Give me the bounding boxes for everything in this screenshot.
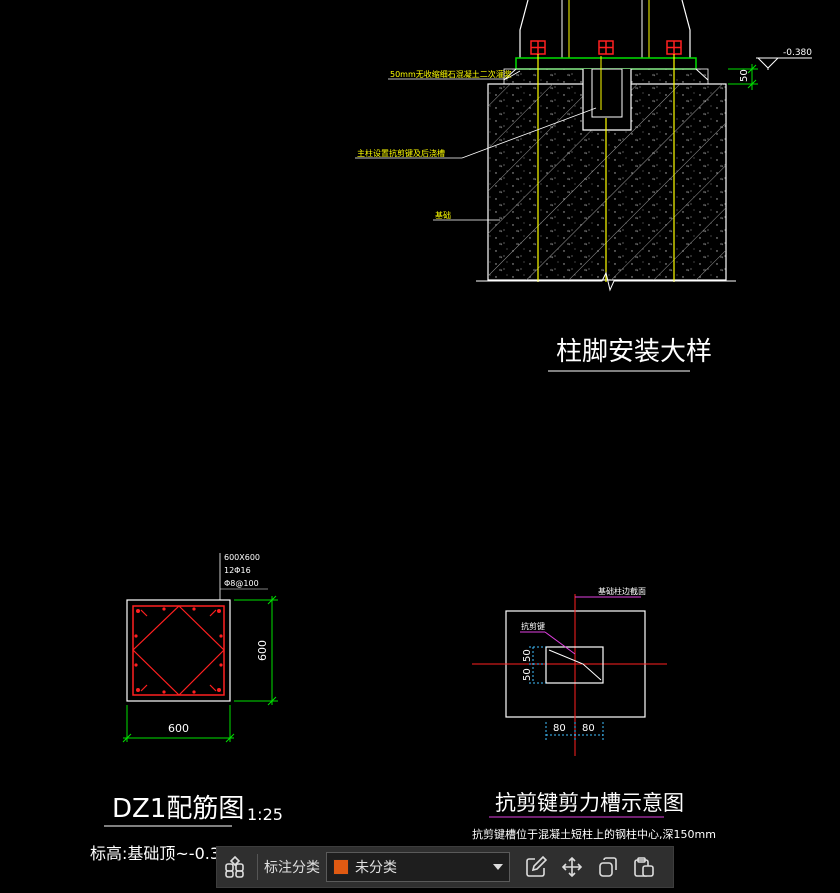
base-plate <box>515 57 697 70</box>
shear-key-rect <box>545 646 604 684</box>
layout-grid-button[interactable] <box>217 849 253 885</box>
shear-key-title: 抗剪键剪力槽示意图 <box>495 791 684 815</box>
spec-line-1: 600X600 <box>224 553 260 562</box>
copy-button[interactable] <box>590 849 626 885</box>
toolbar-separator <box>257 854 258 880</box>
category-label: 标注分类 <box>264 860 320 876</box>
category-dropdown[interactable]: 未分类 <box>326 852 510 882</box>
section-scale: 1:25 <box>247 805 283 824</box>
spec-line-3: Φ8@100 <box>224 579 259 588</box>
dim-height: 600 <box>256 640 269 661</box>
category-value: 未分类 <box>355 860 397 876</box>
column-outline <box>126 599 231 702</box>
shear-key-note: 抗剪键槽位于混凝土短柱上的钢柱中心,深150mm <box>472 827 716 841</box>
label-shear-key: 抗剪键 <box>521 621 545 631</box>
rebar-dots <box>134 607 223 694</box>
edit-icon <box>526 856 547 877</box>
dim-50: 50 <box>739 69 750 82</box>
dim-v2: 50 <box>522 668 533 681</box>
detail-title: 柱脚安装大样 <box>556 337 712 367</box>
elevation-text: -0.380 <box>783 48 812 58</box>
dim-h1: 80 <box>553 723 566 734</box>
diamond-stirrup <box>132 605 225 696</box>
elevation-marker <box>756 57 812 70</box>
paste-button[interactable] <box>626 849 662 885</box>
edit-button[interactable] <box>518 849 554 885</box>
dim-width: 600 <box>168 722 189 735</box>
move-icon <box>561 856 583 878</box>
elevation-note: 标高:基础顶~-0.350 <box>90 844 240 863</box>
column-base-detail: -0.380 50 50mm无收缩细石混凝土二次灌浆 主柱设置抗剪键及后浇槽 基… <box>355 0 812 372</box>
shear-key-drawing: 基础柱边截面 抗剪键 50 50 80 80 抗剪键剪力槽示意图 抗剪键槽位于混… <box>472 586 716 841</box>
dim-v1: 50 <box>522 649 533 662</box>
column-section-drawing: 600X600 12Φ16 Φ8@100 600 <box>90 553 283 863</box>
grid-icon <box>225 856 244 878</box>
anchor-bolt-nut <box>666 40 682 55</box>
paste-icon <box>634 857 654 877</box>
chevron-down-icon <box>493 864 503 870</box>
copy-icon <box>599 857 617 877</box>
label-column-edge: 基础柱边截面 <box>598 586 646 596</box>
category-color-swatch <box>333 859 349 875</box>
grout-note: 50mm无收缩细石混凝土二次灌浆 <box>390 69 512 79</box>
section-title: DZ1配筋图 <box>112 794 244 824</box>
foundation-note: 基础 <box>435 210 451 220</box>
shear-key-note: 主柱设置抗剪键及后浇槽 <box>357 148 445 158</box>
anchor-bolt-nut <box>530 40 546 55</box>
dim-h2: 80 <box>582 723 595 734</box>
spec-line-2: 12Φ16 <box>224 566 251 575</box>
stirrup <box>132 605 225 696</box>
move-button[interactable] <box>554 849 590 885</box>
annotation-toolbar: 标注分类 未分类 <box>216 846 674 888</box>
anchor-bolt-nut <box>598 40 614 55</box>
grout-dimension <box>728 64 758 90</box>
